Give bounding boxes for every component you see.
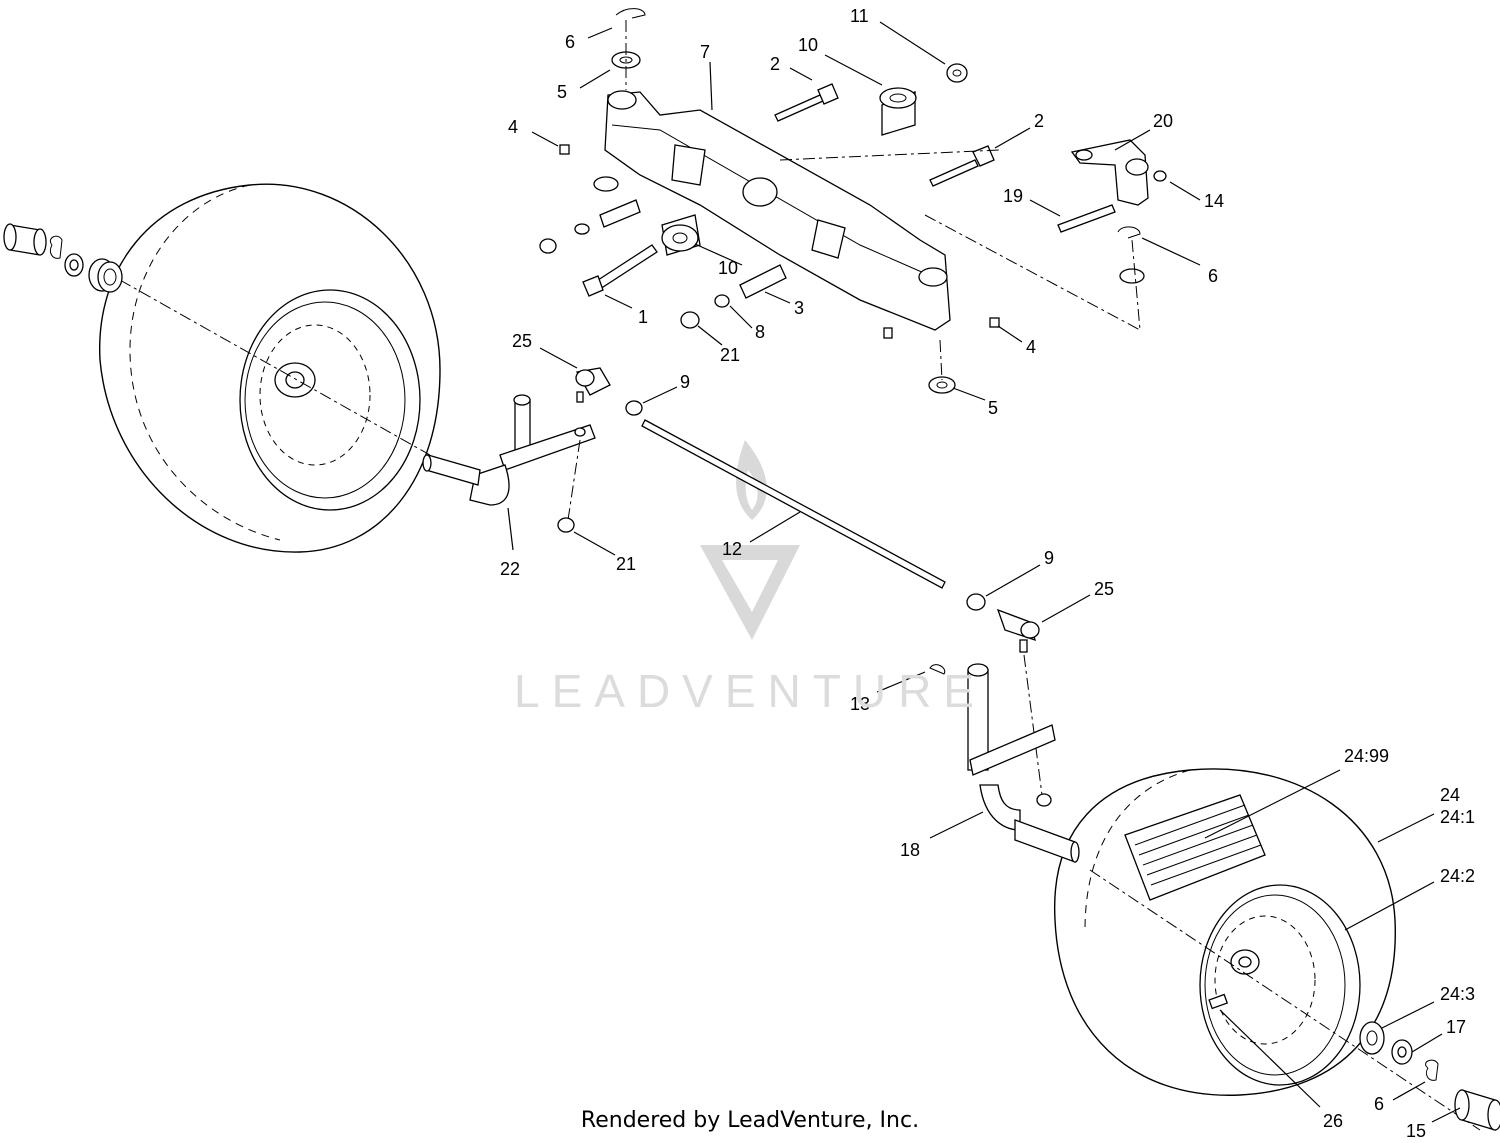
footer-credit: Rendered by LeadVenture, Inc. bbox=[580, 1108, 920, 1133]
callout-label: 14 bbox=[1204, 191, 1224, 211]
callout-label: 19 bbox=[1003, 186, 1023, 206]
callout-label: 24:99 bbox=[1344, 746, 1389, 766]
axle-hardware bbox=[539, 8, 1167, 394]
callout-label: 5 bbox=[988, 398, 998, 418]
callout-label: 6 bbox=[1374, 1094, 1384, 1114]
callout-label: 17 bbox=[1446, 1017, 1466, 1037]
callout-label: 24:2 bbox=[1440, 866, 1475, 886]
watermark-text: LEADVENTURE bbox=[514, 665, 986, 717]
callout-label: 18 bbox=[900, 840, 920, 860]
callout-label: 8 bbox=[755, 322, 765, 342]
left-wheel-assembly bbox=[3, 183, 441, 553]
left-wheel-bearing-stack bbox=[3, 223, 123, 293]
callout-label: 15 bbox=[1406, 1121, 1426, 1141]
callout-label: 5 bbox=[557, 82, 567, 102]
right-spindle bbox=[929, 663, 1080, 863]
callout-label: 20 bbox=[1153, 111, 1173, 131]
callout-label: 11 bbox=[850, 6, 869, 26]
right-wheel-bearing-stack bbox=[1359, 1021, 1500, 1131]
leadventure-watermark-logo bbox=[700, 440, 800, 640]
callout-labels: 6 5 7 2 10 11 4 2 20 19 14 6 10 1 3 8 21… bbox=[500, 6, 1475, 1141]
left-spindle bbox=[422, 394, 596, 533]
callout-label: 10 bbox=[718, 258, 738, 278]
callout-label: 25 bbox=[512, 331, 532, 351]
callout-label: 26 bbox=[1323, 1111, 1343, 1131]
callout-label: 21 bbox=[616, 554, 636, 574]
callout-label: 1 bbox=[638, 307, 648, 327]
callout-label: 4 bbox=[508, 117, 518, 137]
callout-label: 7 bbox=[700, 42, 710, 62]
leader-lines bbox=[507, 21, 1461, 1123]
callout-label: 10 bbox=[798, 35, 818, 55]
callout-label: 6 bbox=[1208, 266, 1218, 286]
callout-label: 9 bbox=[680, 372, 690, 392]
callout-label: 24:3 bbox=[1440, 984, 1475, 1004]
callout-label: 12 bbox=[722, 539, 742, 559]
callout-label: 4 bbox=[1026, 337, 1036, 357]
callout-label: 25 bbox=[1094, 579, 1114, 599]
callout-label: 21 bbox=[720, 345, 740, 365]
callout-label: 22 bbox=[500, 559, 520, 579]
callout-label: 3 bbox=[794, 298, 804, 318]
callout-label: 2 bbox=[1034, 111, 1044, 131]
callout-label: 24 bbox=[1440, 785, 1460, 805]
callout-label: 13 bbox=[850, 694, 870, 714]
callout-label: 2 bbox=[770, 54, 780, 74]
callout-label: 6 bbox=[565, 32, 575, 52]
front-axle-beam bbox=[604, 90, 951, 331]
tie-rod-assembly bbox=[575, 367, 1052, 807]
right-wheel-assembly bbox=[1054, 768, 1500, 1131]
callout-label: 24:1 bbox=[1440, 807, 1475, 827]
callout-label: 9 bbox=[1044, 548, 1054, 568]
